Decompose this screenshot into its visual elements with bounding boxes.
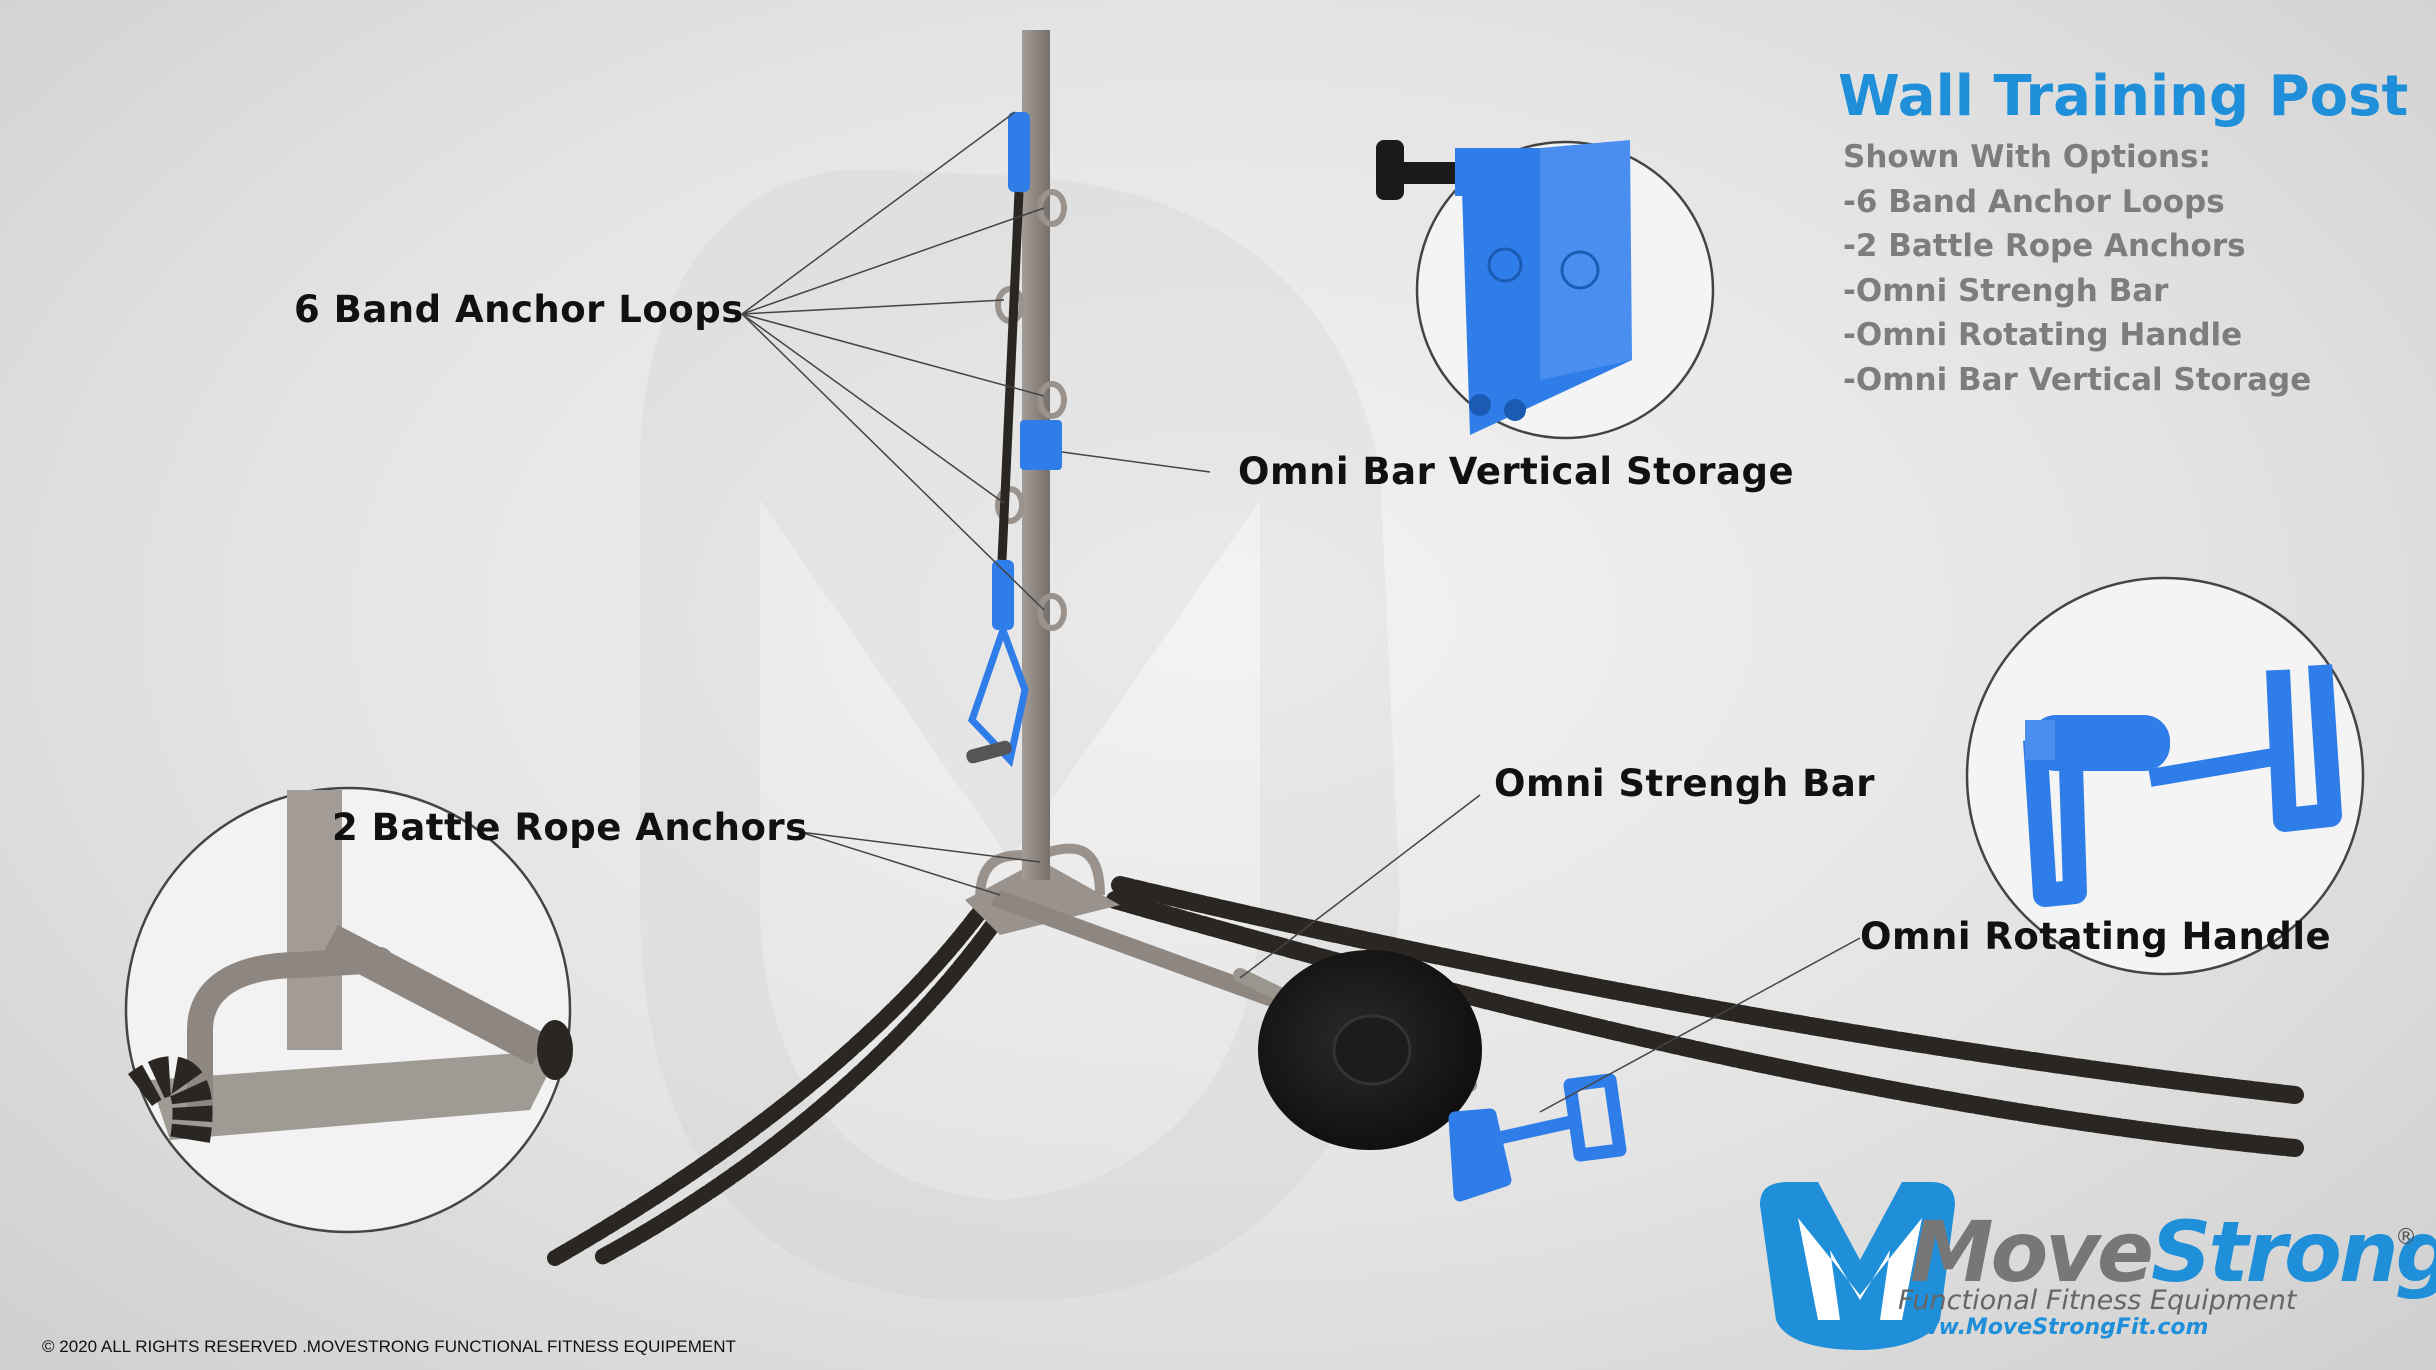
resistance-band-icon (966, 112, 1030, 768)
brand-tagline: Functional Fitness Equipment (1898, 1285, 2297, 1316)
movestrong-m-logo-icon (1760, 1182, 1955, 1350)
page-title: Wall Training Post (1838, 64, 2409, 129)
options-item: -2 Battle Rope Anchors (1843, 228, 2246, 264)
strength-bar-icon (1233, 950, 1482, 1150)
battle-rope-icon (547, 876, 2304, 1266)
options-item: -Omni Strengh Bar (1843, 272, 2169, 309)
callout-battle-rope-anchors: 2 Battle Rope Anchors (332, 806, 808, 849)
callout-bar-vertical-storage: Omni Bar Vertical Storage (1238, 450, 1795, 493)
options-item: -Omni Bar Vertical Storage (1843, 361, 2312, 398)
vertical-storage-inset (1376, 140, 1715, 440)
options-list: Shown With Options: -6 Band Anchor Loops… (1843, 135, 2311, 402)
leader-lines (741, 111, 1861, 1113)
callout-strength-bar: Omni Strengh Bar (1494, 762, 1876, 805)
options-item: -Omni Rotating Handle (1843, 317, 2243, 353)
copyright-notice: © 2020 ALL RIGHTS RESERVED .MOVESTRONG F… (42, 1337, 736, 1356)
battle-rope-anchor-inset (124, 786, 573, 1234)
rotating-handle-floor-icon (1448, 1073, 1627, 1202)
rotating-handle-inset (1965, 576, 2365, 976)
brand-wordmark: MoveStrong (1910, 1203, 2436, 1301)
callout-band-anchor-loops: 6 Band Anchor Loops (294, 288, 744, 331)
brand-word-strong: Strong (2151, 1203, 2436, 1301)
brand-url: www.MoveStrongFit.com (1898, 1315, 2209, 1340)
watermark-m-icon (640, 169, 1400, 1301)
t-handle-icon (1376, 140, 1404, 200)
options-item: -6 Band Anchor Loops (1843, 183, 2225, 220)
brand-word-move: Move (1910, 1203, 2154, 1301)
registered-mark: ® (2395, 1225, 2417, 1250)
callout-rotating-handle: Omni Rotating Handle (1860, 915, 2332, 958)
post-base-icon (965, 843, 1330, 1025)
options-heading: Shown With Options: (1843, 139, 2211, 175)
vertical-storage-bracket-icon (1020, 420, 1062, 470)
